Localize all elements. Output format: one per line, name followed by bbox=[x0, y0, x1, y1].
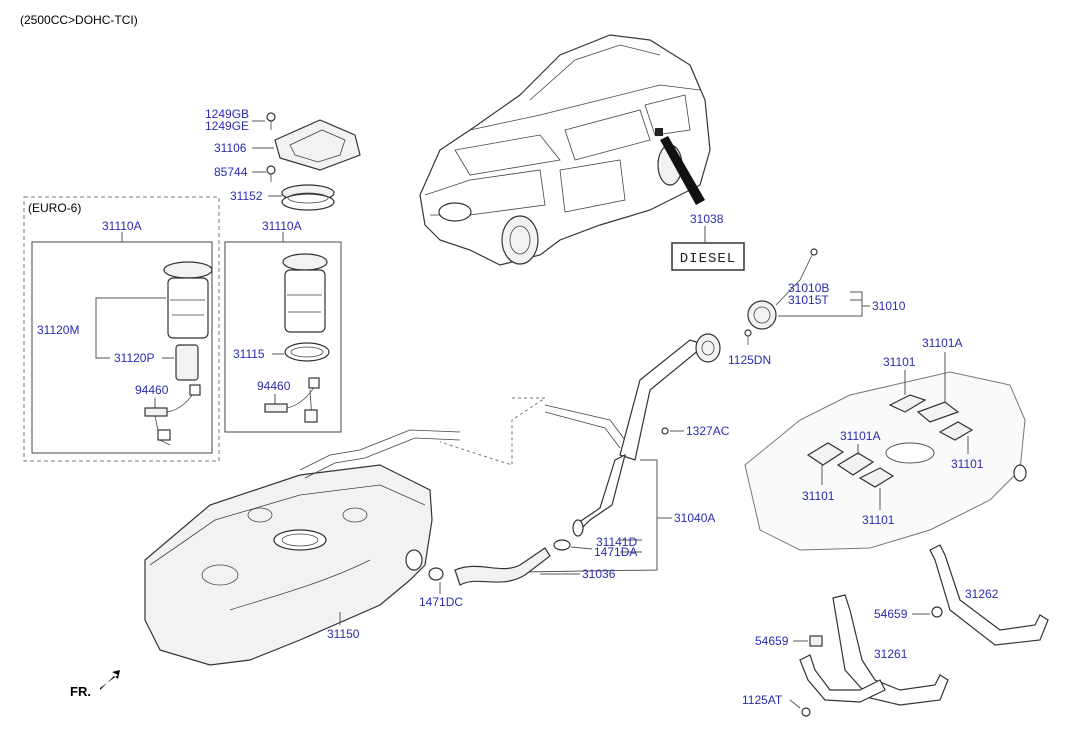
label-94460-left[interactable]: 94460 bbox=[135, 383, 169, 397]
label-31038[interactable]: 31038 bbox=[690, 212, 724, 226]
label-1249GB[interactable]: 1249GB bbox=[205, 107, 249, 121]
tank-strap-31262 bbox=[929, 544, 1049, 646]
label-94460-mid[interactable]: 94460 bbox=[257, 379, 291, 393]
label-31010B[interactable]: 31010B bbox=[788, 281, 829, 295]
hose-link-dashed bbox=[439, 397, 547, 466]
fuel-tank bbox=[144, 429, 461, 666]
euro6-label: (EURO-6) bbox=[28, 201, 81, 215]
front-label: FR. bbox=[70, 684, 91, 699]
label-1125DN[interactable]: 1125DN bbox=[728, 353, 771, 367]
label-31036[interactable]: 31036 bbox=[582, 567, 616, 581]
label-31110A-mid[interactable]: 31110A bbox=[262, 219, 302, 233]
label-31262[interactable]: 31262 bbox=[965, 587, 999, 601]
bolt-1125AT bbox=[801, 707, 811, 717]
label-31101-c[interactable]: 31101 bbox=[802, 489, 835, 503]
label-31040A[interactable]: 31040A bbox=[674, 511, 715, 525]
label-31106[interactable]: 31106 bbox=[214, 141, 247, 155]
label-85744[interactable]: 85744 bbox=[214, 165, 248, 179]
filler-hose bbox=[454, 547, 551, 586]
fuel-pump-mid bbox=[282, 253, 330, 362]
label-31150[interactable]: 31150 bbox=[327, 627, 360, 641]
badge-pointer bbox=[660, 136, 705, 205]
diesel-badge-text: DIESEL bbox=[680, 251, 736, 267]
label-54659-a[interactable]: 54659 bbox=[874, 607, 908, 621]
label-31010[interactable]: 31010 bbox=[872, 299, 906, 313]
label-1327AC[interactable]: 1327AC bbox=[686, 424, 730, 438]
label-1125AT[interactable]: 1125AT bbox=[742, 693, 783, 707]
fuel-pump-left bbox=[163, 261, 213, 381]
filler-neck bbox=[544, 333, 721, 537]
sensor-harness-left bbox=[144, 384, 201, 446]
tank-strap-31261 bbox=[799, 594, 949, 706]
nut-54659-b bbox=[809, 635, 823, 647]
label-54659-b[interactable]: 54659 bbox=[755, 634, 789, 648]
front-arrow-icon bbox=[100, 670, 120, 690]
label-31261[interactable]: 31261 bbox=[874, 647, 908, 661]
sensor-harness-mid bbox=[264, 377, 320, 423]
hose-clamp-lower bbox=[428, 567, 444, 581]
label-31101-d[interactable]: 31101 bbox=[862, 513, 895, 527]
label-1471DA[interactable]: 1471DA bbox=[594, 545, 637, 559]
tank-pads bbox=[806, 394, 974, 488]
label-31141D[interactable]: 31141D bbox=[596, 535, 637, 549]
hose-clamp-upper bbox=[553, 539, 571, 551]
label-1471DC[interactable]: 1471DC bbox=[419, 595, 463, 609]
label-31110A-left[interactable]: 31110A bbox=[102, 219, 142, 233]
label-31101A-b[interactable]: 31101A bbox=[840, 429, 880, 443]
label-31015T[interactable]: 31015T bbox=[788, 293, 829, 307]
label-31101A-a[interactable]: 31101A bbox=[922, 336, 962, 350]
front-direction-marker: FR. bbox=[70, 670, 120, 699]
euro6-box bbox=[23, 196, 220, 462]
tank-outline-right bbox=[744, 371, 1027, 551]
label-31115[interactable]: 31115 bbox=[233, 347, 265, 361]
label-31120P[interactable]: 31120P bbox=[114, 351, 154, 365]
pump-cover-assembly bbox=[266, 112, 361, 211]
label-31101-a[interactable]: 31101 bbox=[883, 355, 916, 369]
fuel-cap bbox=[744, 248, 818, 345]
label-31101-b[interactable]: 31101 bbox=[951, 457, 984, 471]
nut-54659-a bbox=[931, 606, 943, 618]
engine-spec-header: (2500CC>DOHC-TCI) bbox=[20, 13, 138, 27]
label-31120M[interactable]: 31120M bbox=[37, 323, 79, 337]
label-1249GE[interactable]: 1249GE bbox=[205, 119, 249, 133]
label-31152[interactable]: 31152 bbox=[230, 189, 263, 203]
diesel-badge[interactable]: DIESEL bbox=[671, 242, 745, 271]
